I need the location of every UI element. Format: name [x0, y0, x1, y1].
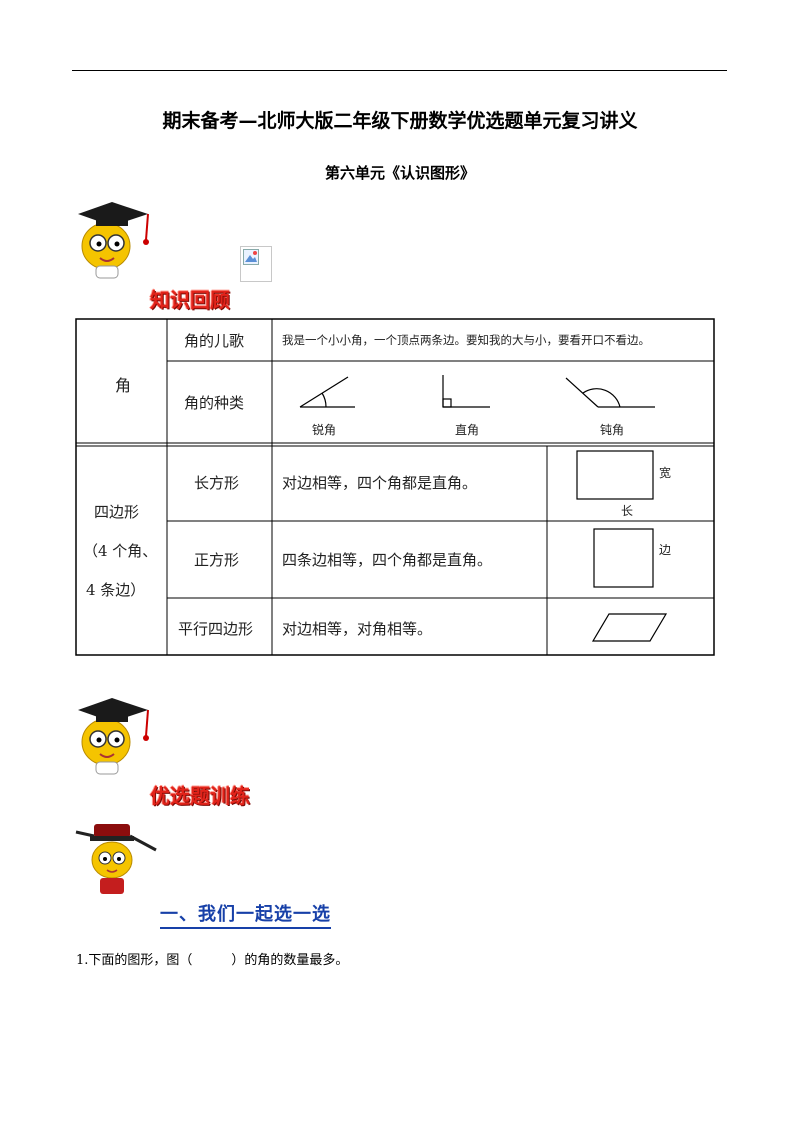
- subsection-heading-choice: 一、我们一起选一选: [160, 900, 331, 929]
- rectangle-figure: [576, 450, 654, 500]
- label-width: 宽: [659, 466, 672, 480]
- graduate-mascot-icon: [78, 202, 149, 279]
- cell-angle-types-label: 角的种类: [184, 394, 245, 412]
- label-obtuse: 钝角: [600, 423, 625, 437]
- question-1: 1.下面的图形，图（ ）的角的数量最多。: [76, 953, 349, 968]
- graduate-mascot-icon: [78, 698, 149, 775]
- document-title: 期末备考—北师大版二年级下册数学优选题单元复习讲义: [162, 110, 638, 132]
- cell-angle-song-text: 我是一个小小角，一个顶点两条边。要知我的大与小，要看开口不看边。: [282, 333, 650, 347]
- cell-square-desc: 四条边相等，四个角都是直角。: [282, 551, 493, 569]
- parallelogram-figure: [591, 613, 668, 642]
- document-subtitle: 第六单元《认识图形》: [324, 164, 475, 182]
- cell-quad-category-1: 四边形: [94, 503, 140, 521]
- square-figure: [593, 528, 654, 588]
- acute-angle-figure: [299, 376, 355, 408]
- cell-rectangle-desc: 对边相等，四个角都是直角。: [282, 474, 478, 492]
- section-heading-review: 知识回顾: [150, 288, 230, 312]
- obtuse-angle-figure: [565, 377, 655, 408]
- cell-quad-category-3: 4 条边）: [86, 581, 146, 599]
- scholar-mascot-icon: [75, 824, 157, 894]
- cell-parallelogram-name: 平行四边形: [178, 620, 254, 638]
- label-acute: 锐角: [312, 423, 337, 437]
- subsection-underline: [160, 927, 331, 929]
- label-length: 长: [621, 504, 634, 518]
- label-right: 直角: [455, 423, 480, 437]
- cell-rectangle-name: 长方形: [194, 474, 240, 492]
- cell-parallelogram-desc: 对边相等，对角相等。: [282, 620, 433, 638]
- broken-image-icon: [240, 246, 272, 282]
- section-heading-practice: 优选题训练: [150, 784, 250, 808]
- cell-angle-category: 角: [115, 376, 132, 395]
- knowledge-table: [75, 318, 715, 656]
- cell-quad-category-2: （4 个角、: [83, 542, 158, 560]
- right-angle-figure: [442, 375, 490, 408]
- top-rule: [72, 70, 727, 71]
- cell-angle-song-label: 角的儿歌: [184, 332, 245, 350]
- cell-square-name: 正方形: [194, 551, 240, 569]
- label-side: 边: [659, 543, 672, 557]
